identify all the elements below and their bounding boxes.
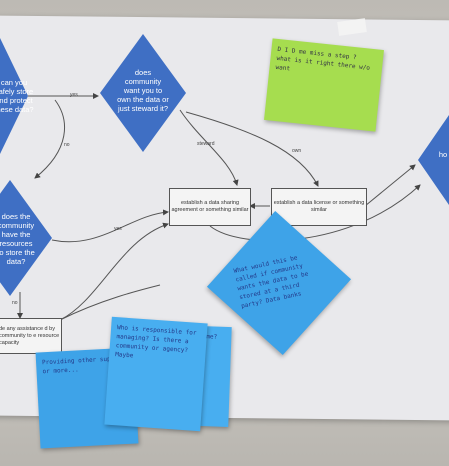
diamond-resources-label: does the community have the resources to… xyxy=(0,212,35,266)
edge-label-no: no xyxy=(64,142,70,148)
box-data-sharing: establish a data sharing agreement or so… xyxy=(169,188,251,226)
edge-label-no-2: no xyxy=(12,300,18,306)
edge-label-yes-2: yes xyxy=(114,226,122,232)
diamond-right-label: ho xyxy=(438,150,448,159)
sticky-note-green: D I D me miss a step ? what is it right … xyxy=(264,38,384,132)
diamond-community xyxy=(100,34,186,152)
edge-label-yes: yes xyxy=(70,92,78,98)
diamond-resources xyxy=(0,180,52,296)
sticky-note-blue-middle: Who is responsible for managing? Is ther… xyxy=(104,316,208,432)
diamond-store xyxy=(0,38,28,154)
diamond-right xyxy=(418,115,449,205)
diamond-store-label: can you safely store and protect these d… xyxy=(0,78,34,114)
diamond-community-label: does community want you to own the data … xyxy=(117,68,169,113)
edge-label-own: own xyxy=(292,148,302,154)
edge-label-steward: steward xyxy=(197,141,215,147)
box-assistance: de any assistance d by community to e re… xyxy=(0,318,62,354)
box-data-license: establish a data license or something si… xyxy=(271,188,367,226)
